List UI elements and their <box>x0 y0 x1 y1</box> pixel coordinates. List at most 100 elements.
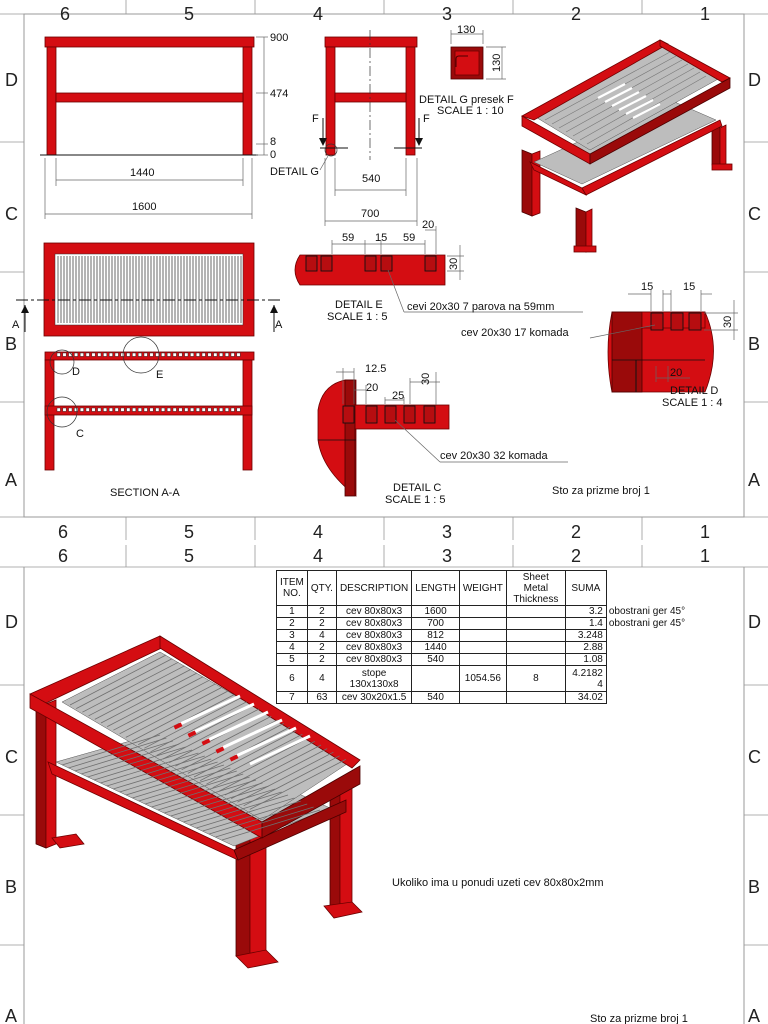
table-row: 4 2 cev 80x80x3 1440 2.88 <box>276 641 689 654</box>
detail-d-dim-30: 30 <box>722 316 734 328</box>
bom-suma: 2.88 <box>564 641 607 654</box>
bom-header-item: ITEM NO. <box>276 570 308 606</box>
bom-qty: 63 <box>306 691 337 704</box>
zone-row-a-right: A <box>748 470 760 490</box>
bom-suma: 3.248 <box>564 629 607 642</box>
zone-col-3: 3 <box>442 4 452 24</box>
zone2-row-c-right: C <box>748 747 761 767</box>
bom-description: cev 30x20x1.5 <box>335 691 413 704</box>
cut-label-f-right: F <box>423 113 430 125</box>
detail-c-note: cev 20x30 32 komada <box>440 450 549 462</box>
zone-row-a: A <box>5 470 17 490</box>
bom-thickness <box>505 629 566 642</box>
table-row: 7 63 cev 30x20x1.5 540 34.02 <box>276 691 689 704</box>
dim-540: 540 <box>362 173 380 185</box>
detail-g-dim-height: 130 <box>491 54 503 72</box>
detail-c-dim-25: 25 <box>392 390 404 402</box>
bom-suma: 4.21824 <box>564 665 607 692</box>
detail-e-scale: SCALE 1 : 5 <box>327 311 388 323</box>
zone-row-c-right: C <box>748 204 761 224</box>
detail-d-dim-20: 20 <box>670 367 682 379</box>
zone2-row-d-right: D <box>748 612 761 632</box>
detail-g-callout: DETAIL G <box>270 166 319 178</box>
bom-thickness <box>505 653 566 666</box>
dim-700: 700 <box>361 208 379 220</box>
bom-header-description: DESCRIPTION <box>335 570 413 606</box>
detail-c-dim-30: 30 <box>420 373 432 385</box>
dim-900: 900 <box>270 32 288 44</box>
detail-g-title: DETAIL G presek F <box>419 94 514 106</box>
bom-qty: 2 <box>306 653 337 666</box>
bom-description: cev 80x80x3 <box>335 653 413 666</box>
bom-description: cev 80x80x3 <box>335 617 413 630</box>
detail-g-dim-width: 130 <box>457 24 475 36</box>
bom-qty: 4 <box>306 629 337 642</box>
zone2-row-a-right: A <box>748 1006 760 1024</box>
bom-item: 7 <box>276 691 308 704</box>
bom-description: stope 130x130x8 <box>335 665 413 692</box>
detail-c-callout: C <box>76 428 84 440</box>
bom-header-thickness: Sheet Metal Thickness <box>505 570 566 606</box>
bom-header-suma: SUMA <box>564 570 607 606</box>
bom-suma: 34.02 <box>564 691 607 704</box>
section-a-a: D E C SECTION A-A <box>44 336 255 499</box>
bom-thickness <box>505 641 566 654</box>
detail-e-dim-15: 15 <box>375 232 387 244</box>
bom-header-spacer <box>606 571 688 606</box>
bom-qty: 2 <box>306 605 337 618</box>
bom-thickness <box>505 605 566 618</box>
zone-col-1-bottom: 1 <box>700 522 710 542</box>
bill-of-materials: ITEM NO. QTY. DESCRIPTION LENGTH WEIGHT … <box>276 570 689 704</box>
bom-length: 812 <box>411 629 460 642</box>
zone-col-5: 5 <box>184 4 194 24</box>
bom-remark <box>606 666 688 692</box>
iso-view-large <box>29 635 363 969</box>
bom-description: cev 80x80x3 <box>335 605 413 618</box>
sheet2-title: Sto za prizme broj 1 <box>590 1013 688 1024</box>
detail-c-title: DETAIL C <box>393 482 441 494</box>
zone-col-2-bottom: 2 <box>571 522 581 542</box>
cut-label-a-left: A <box>12 319 20 331</box>
detail-c: 12.5 20 25 30 cev 20x30 32 komada DETAIL… <box>317 363 568 506</box>
zone-col-3-bottom: 3 <box>442 522 452 542</box>
zone-row-b-right: B <box>748 334 760 354</box>
detail-e-note: cevi 20x30 7 parova na 59mm <box>407 301 554 313</box>
bom-remark <box>606 654 688 666</box>
dim-8: 8 <box>270 136 276 148</box>
detail-d-callout: D <box>72 366 80 378</box>
bom-description: cev 80x80x3 <box>335 629 413 642</box>
bom-length: 1600 <box>411 605 460 618</box>
bom-header-qty: QTY. <box>306 570 337 606</box>
detail-g: 130 130 DETAIL G presek F SCALE 1 : 10 <box>419 24 514 117</box>
detail-d-scale: SCALE 1 : 4 <box>662 397 723 409</box>
detail-e-title: DETAIL E <box>335 299 383 311</box>
bom-remark: obostrani ger 45° <box>608 606 686 617</box>
detail-e-dim-59-b: 59 <box>403 232 415 244</box>
detail-d-dim-15-a: 15 <box>641 281 653 293</box>
bom-weight <box>458 641 507 654</box>
zone-row-c: C <box>5 204 18 224</box>
cut-label-a-right: A <box>275 319 283 331</box>
detail-c-scale: SCALE 1 : 5 <box>385 494 446 506</box>
bom-item: 5 <box>276 653 308 666</box>
bom-length <box>411 665 460 692</box>
zone2-col-1: 1 <box>700 546 710 566</box>
bom-thickness: 8 <box>505 665 566 692</box>
zone2-col-4: 4 <box>313 546 323 566</box>
zone-col-5-bottom: 5 <box>184 522 194 542</box>
dim-474: 474 <box>270 88 288 100</box>
side-view: F F DETAIL G 540 700 <box>270 30 430 226</box>
bom-item: 6 <box>276 665 308 692</box>
bom-suma: 1.08 <box>564 653 607 666</box>
bom-remark <box>606 692 688 704</box>
zone-col-4-bottom: 4 <box>313 522 323 542</box>
front-view: 900 474 8 0 1440 1600 <box>40 32 288 219</box>
bom-item: 3 <box>276 629 308 642</box>
cut-label-f-left: F <box>312 113 319 125</box>
zone-row-d-right: D <box>748 70 761 90</box>
zone2-col-2: 2 <box>571 546 581 566</box>
table-row: 3 4 cev 80x80x3 812 3.248 <box>276 629 689 642</box>
zone-col-4: 4 <box>313 4 323 24</box>
detail-e-dim-30: 30 <box>448 258 460 270</box>
